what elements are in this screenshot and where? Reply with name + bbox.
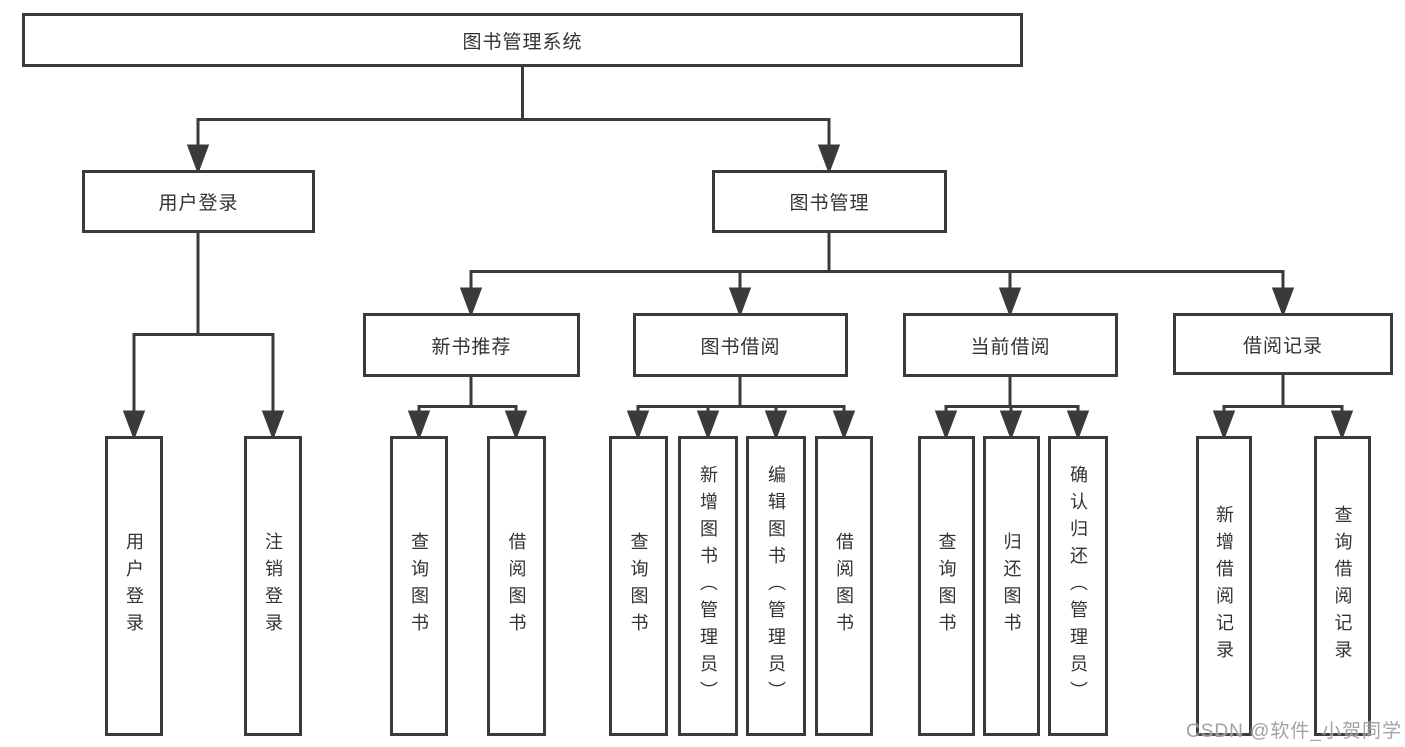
leaf-query-borrow-record: 查询借阅记录: [1314, 436, 1371, 736]
leaf-add-borrow-record: 新增借阅记录: [1196, 436, 1252, 736]
arrow-down-icon: [999, 410, 1023, 441]
node-borrow-records-label: 借阅记录: [1242, 335, 1323, 357]
arrow-down-icon: [832, 410, 856, 441]
leaf-edit-book-admin: 编辑图书（管理员）: [746, 436, 806, 736]
connector-root: [186, 67, 841, 175]
arrow-down-icon: [998, 287, 1022, 318]
connector-book-management: [459, 233, 1295, 318]
leaf-edit-book-admin-label: 编辑图书（管理员）: [766, 464, 786, 708]
leaf-query-borrow-record-label: 查询借阅记录: [1332, 505, 1353, 667]
leaf-borrow-book-1: 借阅图书: [487, 436, 546, 736]
node-borrow-records: 借阅记录: [1173, 313, 1393, 375]
leaf-borrow-book-2-label: 借阅图书: [834, 532, 854, 640]
node-current-borrow-label: 当前借阅: [970, 336, 1051, 358]
leaf-query-book-1: 查询图书: [390, 436, 448, 736]
arrow-down-icon: [186, 144, 210, 175]
node-book-management: 图书管理: [712, 170, 947, 233]
connector-user-login: [122, 233, 285, 441]
leaf-query-book-2: 查询图书: [609, 436, 668, 736]
arrow-down-icon: [1271, 287, 1295, 318]
leaf-return-book-label: 归还图书: [1001, 532, 1022, 640]
arrow-down-icon: [1212, 410, 1236, 441]
arrow-down-icon: [1330, 410, 1354, 441]
leaf-return-book: 归还图书: [983, 436, 1040, 736]
connector-current-borrow: [934, 377, 1090, 441]
arrow-down-icon: [261, 410, 285, 441]
connector-book-borrow: [626, 377, 856, 441]
leaf-confirm-return-admin-label: 确认归还（管理员）: [1068, 464, 1088, 708]
csdn-watermark: CSDN @软件_小贺同学: [1186, 721, 1402, 742]
node-book-management-label: 图书管理: [789, 193, 870, 214]
arrow-down-icon: [504, 410, 528, 441]
leaf-query-book-2-label: 查询图书: [628, 532, 649, 640]
connector-borrow-records: [1212, 375, 1354, 441]
arrow-down-icon: [407, 410, 431, 441]
node-new-book-recommend-label: 新书推荐: [431, 336, 512, 358]
arrow-down-icon: [122, 410, 146, 441]
leaf-add-book-admin-label: 新增图书（管理员）: [698, 464, 718, 708]
node-book-borrow: 图书借阅: [633, 313, 848, 377]
node-new-book-recommend: 新书推荐: [363, 313, 580, 377]
leaf-logout: 注销登录: [244, 436, 302, 736]
leaf-query-book-3: 查询图书: [918, 436, 975, 736]
leaf-borrow-book-1-label: 借阅图书: [506, 532, 527, 640]
leaf-add-borrow-record-label: 新增借阅记录: [1214, 505, 1234, 667]
node-user-login-label: 用户登录: [158, 193, 239, 214]
leaf-query-book-3-label: 查询图书: [936, 532, 957, 640]
leaf-logout-label: 注销登录: [263, 532, 283, 640]
leaf-confirm-return-admin: 确认归还（管理员）: [1048, 436, 1108, 736]
node-user-login: 用户登录: [82, 170, 315, 233]
leaf-user-login-label: 用户登录: [124, 532, 144, 640]
arrow-down-icon: [459, 287, 483, 318]
arrow-down-icon: [764, 410, 788, 441]
arrow-down-icon: [934, 410, 958, 441]
node-root-label: 图书管理系统: [462, 31, 583, 53]
arrow-down-icon: [817, 144, 841, 175]
leaf-query-book-1-label: 查询图书: [409, 532, 429, 640]
leaf-add-book-admin: 新增图书（管理员）: [678, 436, 738, 736]
arrow-down-icon: [626, 410, 650, 441]
node-current-borrow: 当前借阅: [903, 313, 1118, 377]
connector-new-book: [407, 377, 528, 441]
node-root: 图书管理系统: [22, 13, 1023, 67]
arrow-down-icon: [696, 410, 720, 441]
node-book-borrow-label: 图书借阅: [700, 336, 781, 358]
leaf-borrow-book-2: 借阅图书: [815, 436, 873, 736]
leaf-user-login: 用户登录: [105, 436, 163, 736]
arrow-down-icon: [1066, 410, 1090, 441]
arrow-down-icon: [728, 287, 752, 318]
